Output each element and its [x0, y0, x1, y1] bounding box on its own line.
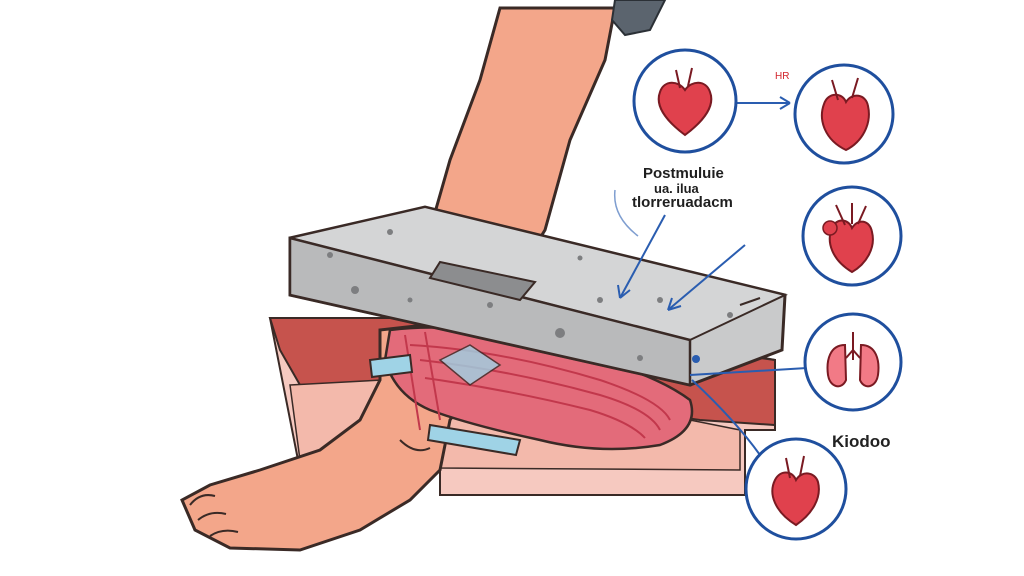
- callout-label-line-2: ua. ilua: [654, 181, 699, 196]
- heart-icon: [771, 471, 820, 527]
- tendon-bands: [368, 344, 522, 457]
- organ-circle-2: [793, 63, 895, 165]
- organ-circle-5: [744, 437, 848, 541]
- organ-circle-3: [801, 185, 903, 287]
- callout-label-line-1: Postmuluie: [643, 165, 724, 182]
- small-red-label: HR: [775, 71, 790, 82]
- organ-circle-1: [632, 48, 738, 154]
- concrete-slab: [288, 205, 788, 387]
- heart-icon: [820, 93, 870, 152]
- heart-icon: [657, 81, 713, 137]
- organ-circle-4: [803, 312, 903, 412]
- heart-vessels-icon: [828, 219, 874, 274]
- label-arrows: [613, 96, 808, 456]
- callout-label-line-3: tlorreruadacm: [632, 194, 733, 211]
- lungs-icon: [826, 343, 848, 388]
- organ-label: Kiodoo: [832, 432, 891, 451]
